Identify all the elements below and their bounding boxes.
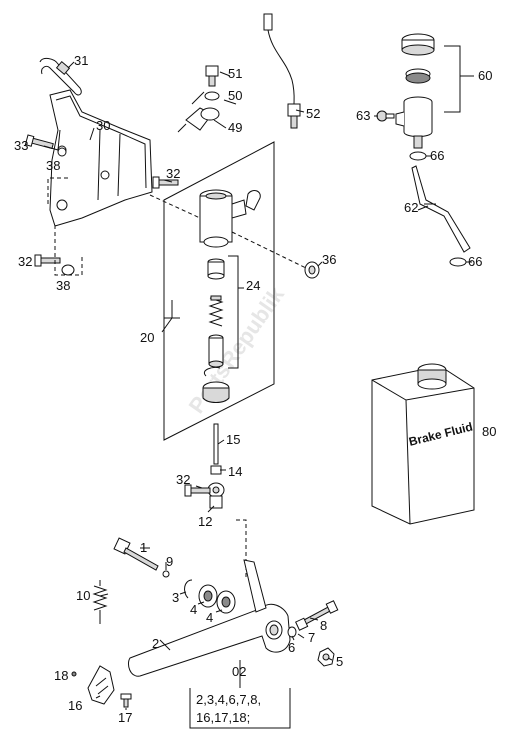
callout-16: 16	[68, 698, 82, 713]
reservoir-body-part	[395, 96, 433, 149]
hose-clip-66-lower-part	[449, 257, 472, 267]
callout-18: 18	[54, 668, 68, 683]
callout-9: 9	[166, 554, 173, 569]
washer-38-part	[57, 147, 67, 157]
screw-18-part	[71, 671, 77, 677]
callout-12: 12	[198, 514, 212, 529]
callout-17: 17	[118, 710, 132, 725]
nut-7-part	[295, 617, 309, 631]
master-cylinder-group-frame	[163, 141, 275, 441]
callout-49: 49	[228, 120, 242, 135]
piston-part	[208, 334, 224, 368]
bearing-4b-part	[216, 590, 236, 614]
spring-part	[208, 295, 224, 327]
screw-33-part	[24, 134, 54, 150]
callout-80: 80	[482, 424, 496, 439]
callout-6: 6	[288, 640, 295, 655]
bearing-4a-part	[198, 584, 218, 608]
callout-32-upper: 32	[166, 166, 180, 181]
brake-pedal-part	[127, 559, 291, 677]
callout-38-lower: 38	[56, 278, 70, 293]
clevis-12-part	[207, 482, 225, 509]
kit-bracket	[189, 688, 291, 729]
callout-51: 51	[228, 66, 242, 81]
circlip-3-part	[184, 579, 193, 599]
callout-32-clevis: 32	[176, 472, 190, 487]
nut-14-part	[210, 465, 222, 475]
screw-32-lower-part	[34, 254, 61, 267]
grommet-36-part	[304, 261, 320, 279]
washer-38-lower-part	[61, 264, 75, 276]
bolt-51-part	[205, 65, 219, 87]
screw-32-clevis-part	[184, 484, 211, 497]
screw-63-part	[376, 110, 395, 122]
callout-1: 1	[140, 540, 147, 555]
callout-7: 7	[308, 630, 315, 645]
boot-part	[202, 381, 230, 403]
callout-38-upper: 38	[46, 158, 60, 173]
callout-3: 3	[172, 590, 179, 605]
callout-32-lower: 32	[18, 254, 32, 269]
callout-4-right: 4	[206, 610, 213, 625]
kit-contents-line-1: 2,3,4,6,7,8,	[196, 692, 261, 707]
seal-sleeve-part	[207, 258, 225, 280]
callout-14: 14	[228, 464, 242, 479]
callout-5: 5	[336, 654, 343, 669]
brake-light-switch-part	[263, 13, 301, 129]
nut-5-part	[317, 647, 335, 667]
callout-66-lower: 66	[468, 254, 482, 269]
callout-2: 2	[152, 636, 159, 651]
washer-6-part	[287, 626, 297, 638]
callout-30: 30	[96, 118, 110, 133]
reservoir-cap-part	[401, 33, 435, 56]
heel-guard-bracket-part	[49, 89, 153, 227]
callout-36: 36	[322, 252, 336, 267]
callout-8: 8	[320, 618, 327, 633]
foot-pad-16-part	[87, 665, 115, 705]
callout-4-left: 4	[190, 602, 197, 617]
callout-31: 31	[74, 53, 88, 68]
callout-24: 24	[246, 278, 260, 293]
callout-52: 52	[306, 106, 320, 121]
adjust-screw-8-part	[303, 600, 339, 625]
callout-20: 20	[140, 330, 154, 345]
screw-32-upper-part	[152, 176, 179, 189]
banjo-fitting-49-part	[177, 107, 220, 133]
screw-17-part	[120, 693, 132, 708]
spring-10-part	[92, 580, 108, 624]
callout-33: 33	[14, 138, 28, 153]
washer-50-part	[204, 91, 220, 101]
diaphragm-part	[405, 68, 431, 84]
callout-10: 10	[76, 588, 90, 603]
pushrod-part	[213, 423, 219, 465]
callout-63: 63	[356, 108, 370, 123]
callout-15: 15	[226, 432, 240, 447]
callout-66-upper: 66	[430, 148, 444, 163]
kit-contents-line-2: 16,17,18;	[196, 710, 250, 725]
pedal-bolt-1-part	[113, 537, 159, 571]
callout-60: 60	[478, 68, 492, 83]
callout-02: 02	[232, 664, 246, 679]
hose-clip-66-upper-part	[409, 151, 432, 161]
callout-62: 62	[404, 200, 418, 215]
callout-50: 50	[228, 88, 242, 103]
master-cylinder-body-part	[199, 189, 261, 248]
brake-fluid-container-part	[371, 363, 475, 525]
cable-tie-part	[39, 57, 82, 96]
o-ring-9-part	[162, 570, 170, 578]
hose-62-part	[411, 165, 471, 253]
